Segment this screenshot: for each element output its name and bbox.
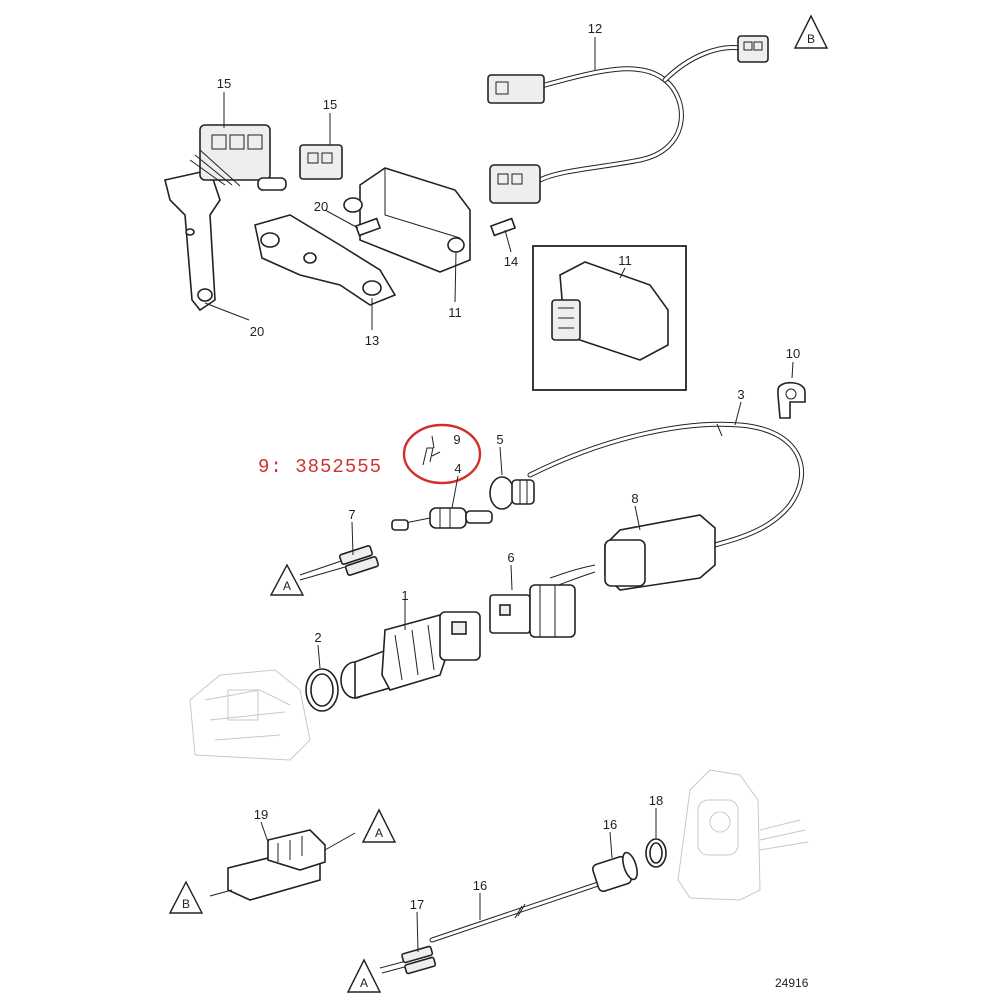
connector-ref-a-bottom: A [346,958,382,993]
wire-terminals [299,545,380,581]
callout-1: 1 [401,588,408,603]
module-detail-inset [532,245,687,391]
svg-text:B: B [182,897,190,911]
callout-4: 4 [454,461,461,476]
callout-6: 6 [507,550,514,565]
callout-10: 10 [786,346,800,361]
connector-ref-a-lower: A [361,808,397,843]
callout-9: 9 [453,432,460,447]
callout-8: 8 [631,491,638,506]
sensor-cable-assembly [189,381,806,761]
speed-sensor [340,611,481,700]
document-number: 24916 [775,976,809,990]
callout-3: 3 [737,387,744,402]
cable-connector-housing [549,514,716,591]
o-ring [305,668,339,712]
callout-11-inset: 11 [618,253,632,268]
leader-lines [204,37,794,953]
callout-20-lower: 20 [250,324,264,339]
callout-17: 17 [410,897,424,912]
callout-11-main: 11 [448,305,462,320]
callout-14: 14 [504,254,518,269]
callout-19: 19 [254,807,268,822]
control-unit-assembly [164,35,769,391]
mounting-bracket [254,214,397,306]
callout-15-right: 15 [323,97,337,112]
mating-connector [489,584,576,638]
svg-text:B: B [807,32,815,46]
grommet [489,476,535,510]
seal-and-terminals [391,507,493,531]
multi-pin-connector [189,124,271,187]
bolt [354,217,517,237]
connector-ref-b-top: B [793,14,829,49]
left-bracket [164,169,221,312]
gear-housing-background [677,769,809,901]
small-connector [257,144,343,191]
lower-sensor-assembly [209,769,809,975]
callout-15-left: 15 [217,76,231,91]
sensor-cable [429,851,638,943]
sealing-ring [645,838,667,868]
retaining-clip [402,423,482,485]
terminal-pins [379,945,437,975]
svg-text:A: A [360,976,368,990]
callout-7: 7 [348,507,355,522]
callout-18: 18 [649,793,663,808]
engine-block-background [189,669,311,761]
harness-connector-b [737,35,769,63]
harness-connector-lower [489,164,541,204]
harness-connector-left [487,74,545,104]
inline-connector [209,829,356,901]
callout-labels: 1 2 3 4 5 6 7 8 9 10 11 11 12 13 14 15 1… [217,21,800,912]
callout-5: 5 [496,432,503,447]
highlight-circle [402,423,482,485]
callout-16-lower: 16 [473,878,487,893]
cable-clamp [777,381,806,419]
callout-13: 13 [365,333,379,348]
callout-20-upper: 20 [314,199,328,214]
callout-2: 2 [314,630,321,645]
connector-ref-b-lower: B [168,880,204,914]
callout-16-upper: 16 [603,817,617,832]
highlighted-part-number: 9: 3852555 [258,456,382,478]
control-module [343,167,471,273]
svg-text:A: A [375,826,383,840]
connector-ref-a-middle: A [269,563,305,596]
callout-12: 12 [588,21,602,36]
svg-text:A: A [283,579,291,593]
